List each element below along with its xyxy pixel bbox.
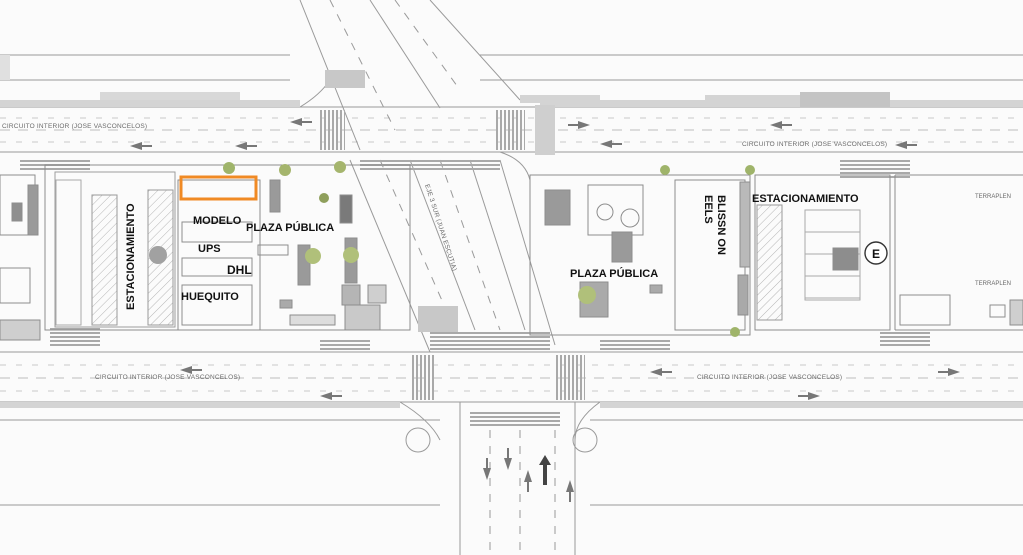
left-block (44, 164, 411, 331)
label-terraplen-top: TERRAPLEN (975, 194, 1011, 200)
label-plaza-publica-left: PLAZA PÚBLICA (246, 221, 334, 234)
label-terraplen-bottom: TERRAPLEN (975, 281, 1011, 287)
road-label-bottom-right: CIRCUITO INTERIOR (JOSE VASCONCELOS) (697, 374, 842, 381)
label-ups: UPS (198, 243, 221, 255)
label-estacionamiento-left: ESTACIONAMIENTO (125, 203, 137, 310)
trees-left (149, 161, 359, 264)
highlight-box[interactable] (179, 175, 258, 201)
label-estacionamiento-right: ESTACIONAMIENTO (752, 193, 859, 205)
road-arrows (130, 118, 960, 502)
area-labels: ESTACIONAMIENTO MODELO UPS DHL HUEQUITO … (125, 193, 1011, 310)
far-right-area (894, 174, 1023, 331)
road-label-bottom-left: CIRCUITO INTERIOR (JOSE VASCONCELOS) (95, 374, 240, 381)
crosswalks (20, 110, 930, 428)
trees-right (578, 165, 755, 337)
label-blissn-on-eels: BLISSN ON EELS (702, 195, 727, 258)
parking-sign-letter: E (872, 247, 880, 261)
road-label-top-left: CIRCUITO INTERIOR (JOSE VASCONCELOS) (2, 123, 147, 130)
median-strips (0, 55, 1023, 408)
label-plaza-publica-right: PLAZA PÚBLICA (570, 267, 658, 280)
label-modelo: MODELO (193, 215, 242, 227)
label-huequito: HUEQUITO (181, 291, 239, 303)
label-dhl: DHL (227, 263, 252, 277)
far-left-buildings (0, 174, 41, 341)
road-label-top-right: CIRCUITO INTERIOR (JOSE VASCONCELOS) (742, 141, 887, 148)
